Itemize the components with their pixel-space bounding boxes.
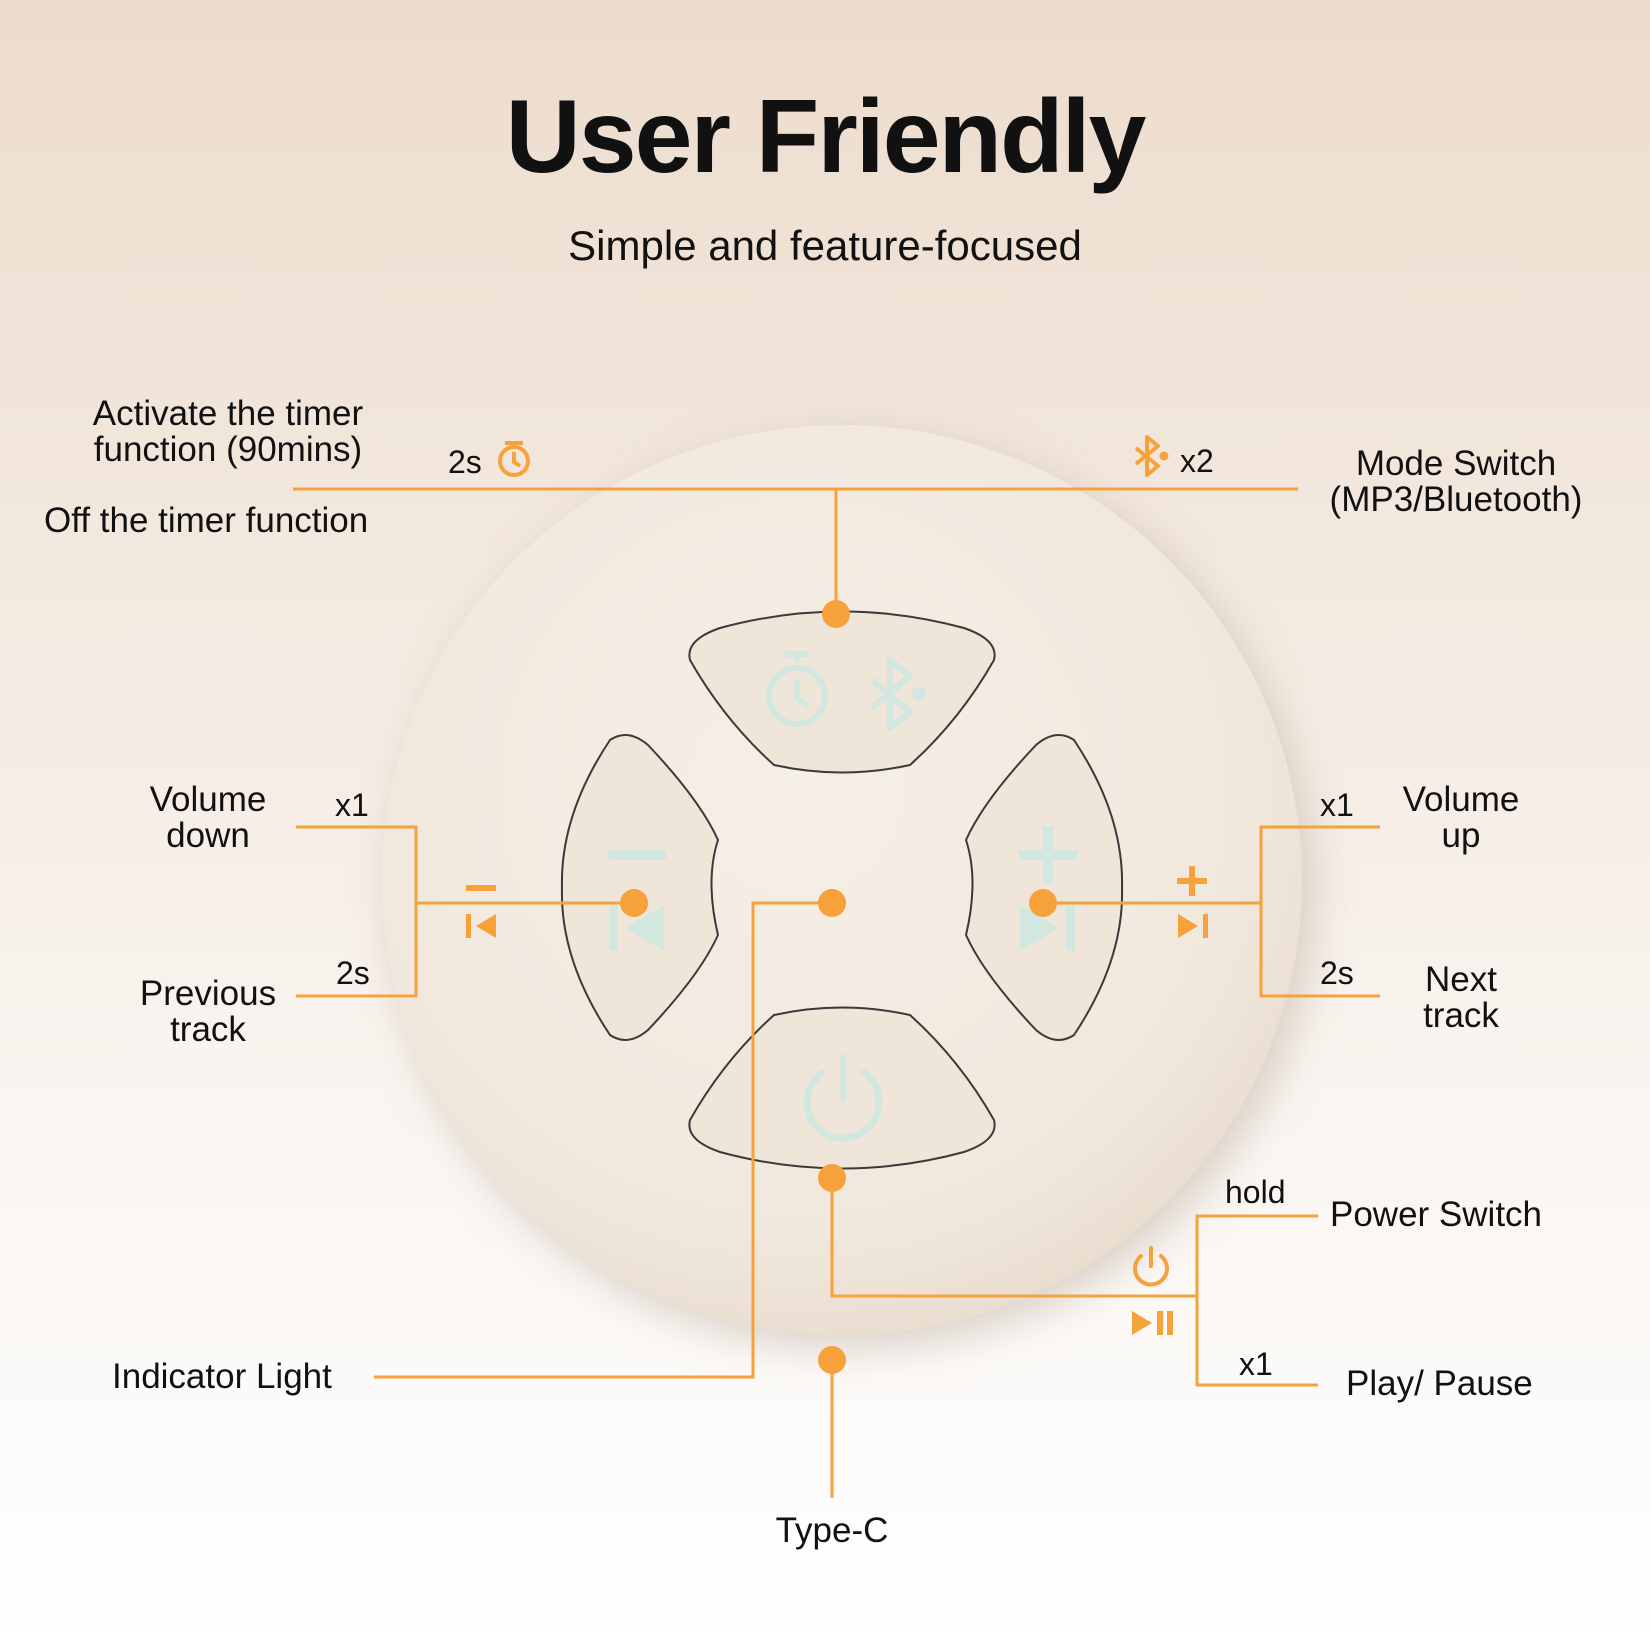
indicator-light-label: Indicator Light	[112, 1357, 332, 1396]
previous-track-label: Previous track	[139, 974, 277, 1049]
page-title: User Friendly	[505, 79, 1147, 195]
mode-press-label: x2	[1180, 443, 1214, 479]
page-subtitle: Simple and feature-focused	[568, 222, 1082, 269]
plus-icon	[1177, 866, 1207, 896]
volume-down-label: Volume down	[149, 780, 267, 855]
plus-icon	[1019, 826, 1077, 884]
volume-up-label: Volume up	[1402, 780, 1520, 855]
mode-switch-label: Mode Switch (MP3/Bluetooth)	[1329, 444, 1583, 519]
bluetooth-icon	[1134, 435, 1169, 477]
volume-up-press-label: x1	[1320, 787, 1354, 823]
next-track-press-label: 2s	[1320, 955, 1354, 991]
volume-down-press-label: x1	[335, 787, 369, 823]
mode-timer-button[interactable]	[688, 610, 996, 774]
play-pause-press-label: x1	[1239, 1346, 1273, 1382]
play-pause-label: Play/ Pause	[1346, 1364, 1533, 1403]
skip-previous-icon	[609, 905, 664, 951]
power-icon	[1133, 1246, 1169, 1287]
timer-press-label: 2s	[448, 444, 482, 480]
volume-up-button[interactable]	[964, 734, 1124, 1041]
power-switch-label: Power Switch	[1330, 1195, 1543, 1234]
bluetooth-icon	[870, 657, 926, 731]
speaker-body	[382, 425, 1302, 1335]
next-track-label: Next track	[1423, 960, 1499, 1035]
skip-next-icon	[1178, 914, 1208, 938]
power-icon	[803, 1054, 883, 1142]
previous-track-press-label: 2s	[336, 955, 370, 991]
minus-icon	[608, 850, 666, 860]
stopwatch-icon	[498, 441, 530, 477]
minus-icon	[466, 885, 496, 891]
skip-next-icon	[1020, 905, 1075, 951]
power-press-label: hold	[1225, 1174, 1286, 1210]
volume-down-button[interactable]	[560, 734, 720, 1041]
timer-off-label: Off the timer function	[44, 501, 369, 540]
callout-dots	[620, 600, 1057, 1374]
play-pause-icon	[1132, 1311, 1173, 1335]
callout-lines	[293, 487, 1380, 1498]
type-c-label: Type-C	[775, 1511, 889, 1550]
timer-on-label: Activate the timer function (90mins)	[92, 394, 364, 469]
stopwatch-icon	[766, 651, 828, 727]
skip-previous-icon	[466, 914, 496, 938]
